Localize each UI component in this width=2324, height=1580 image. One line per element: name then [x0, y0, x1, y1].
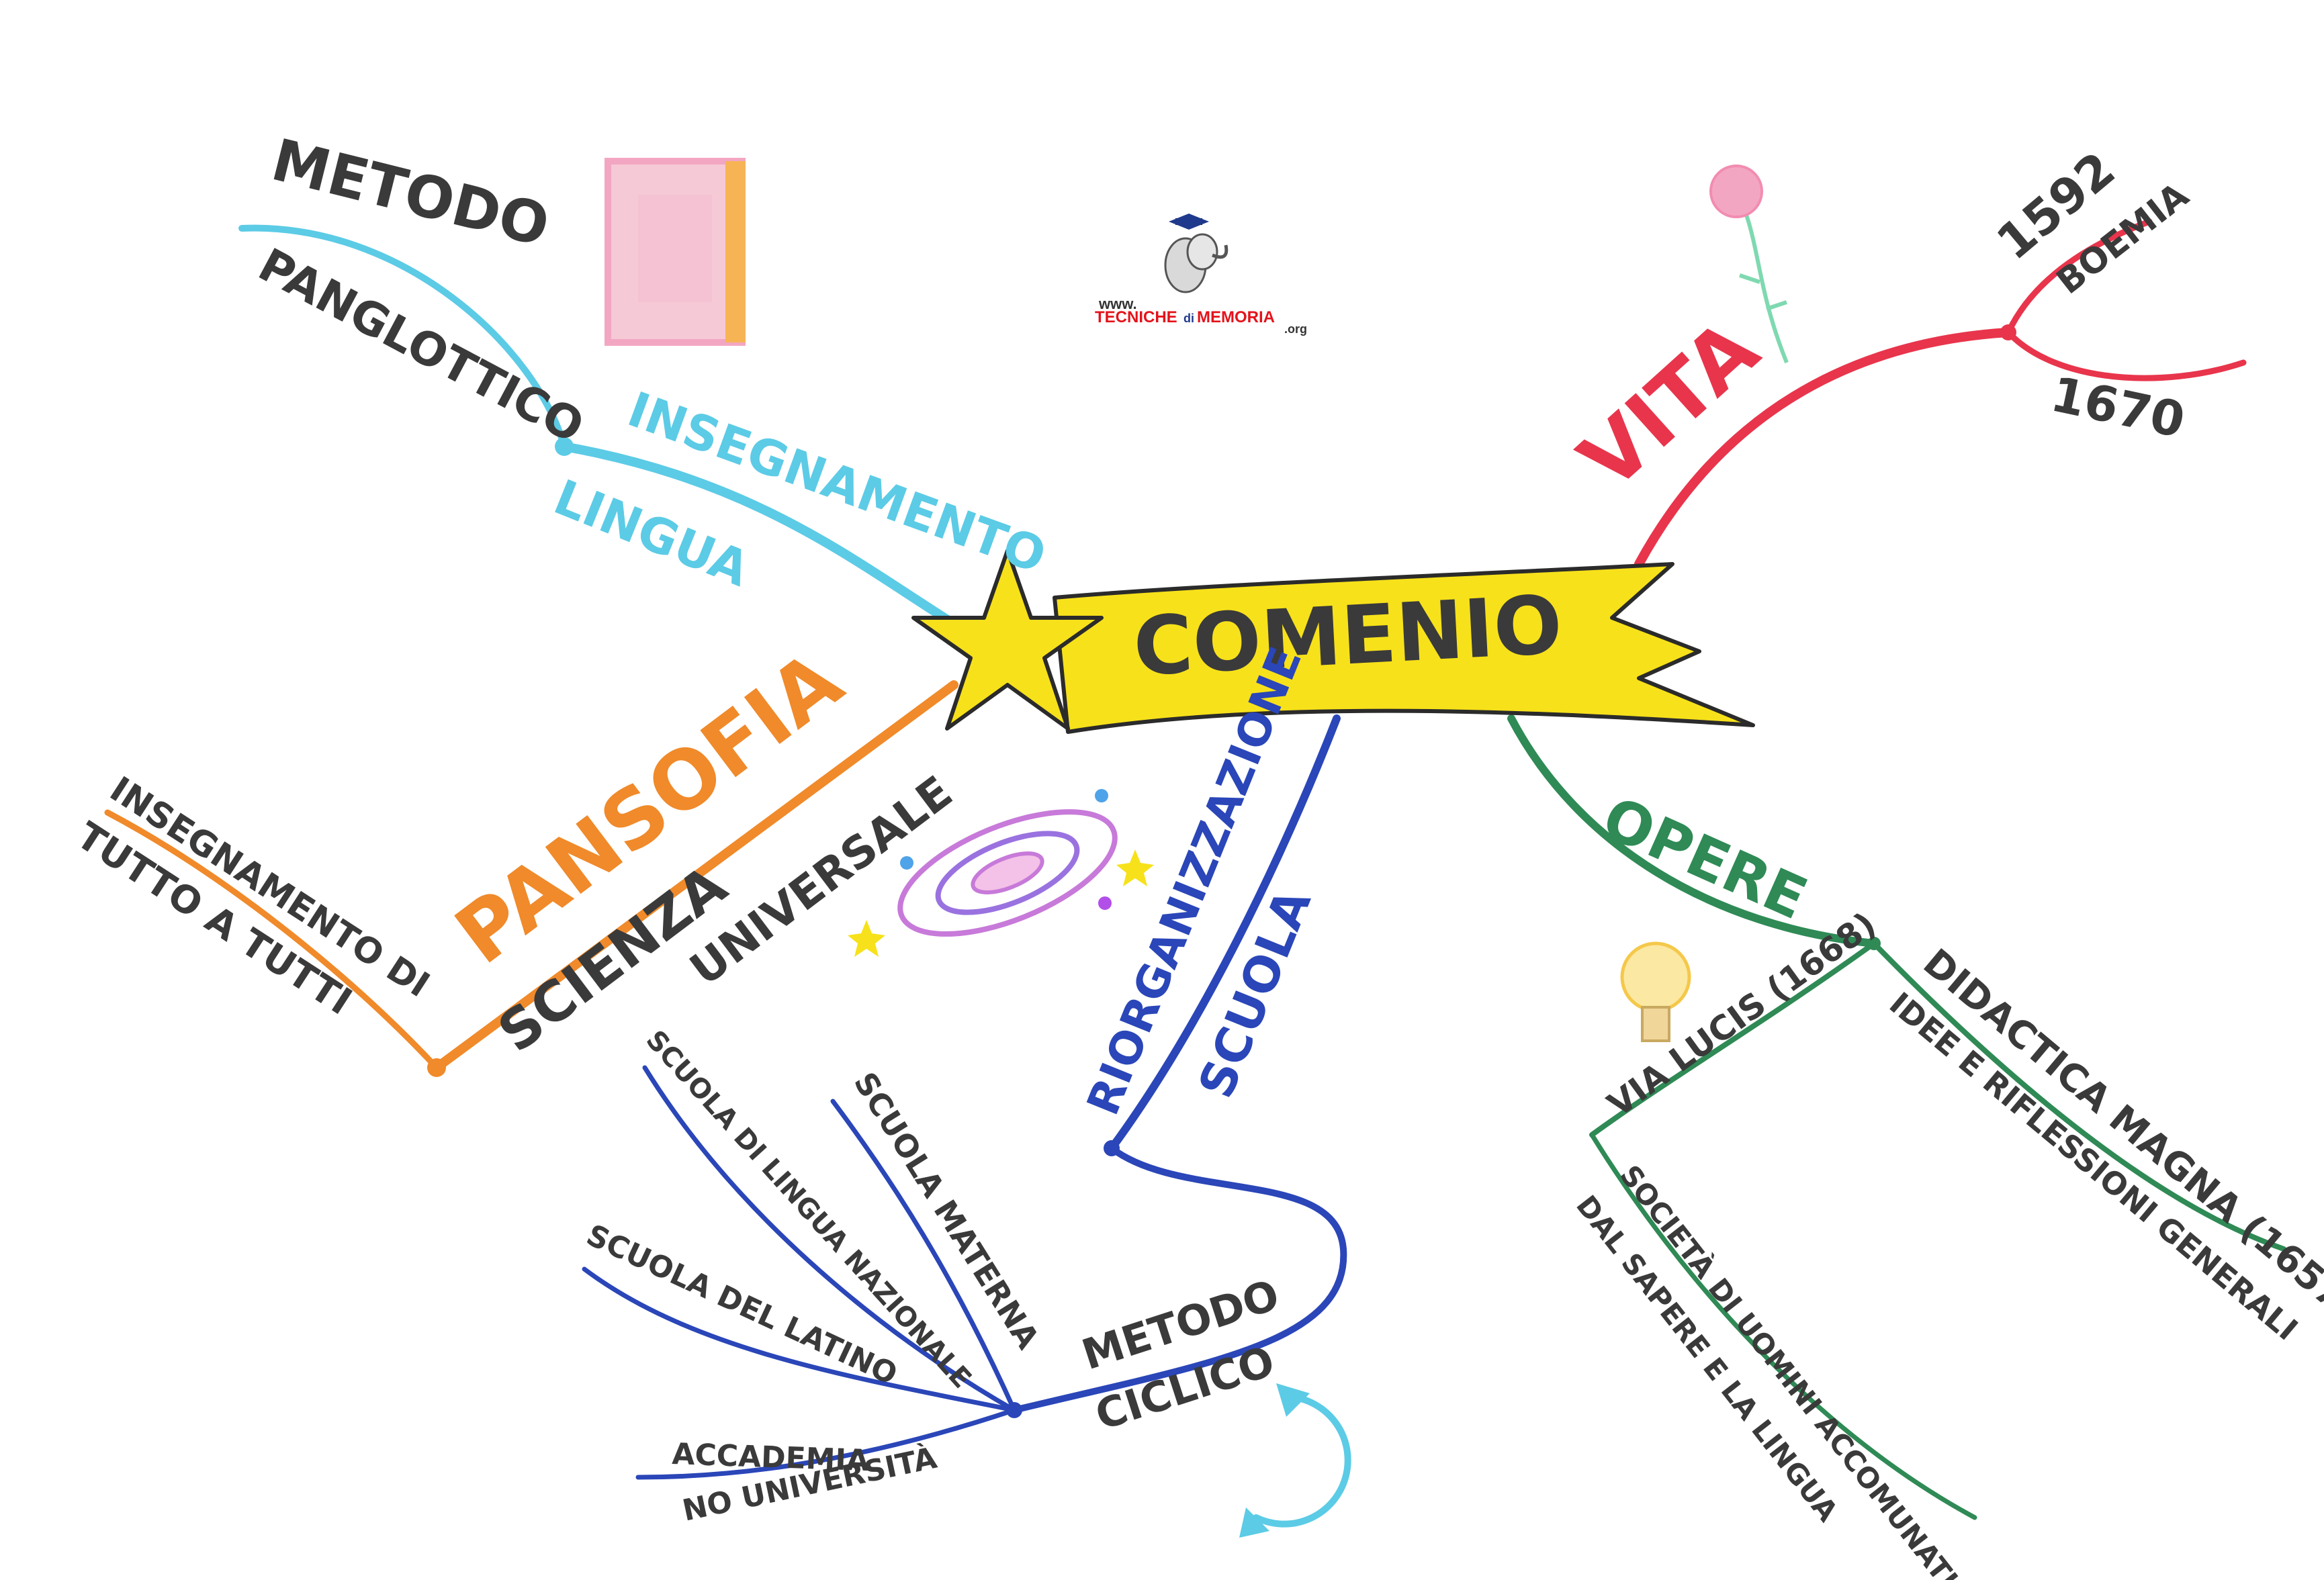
central-topic[interactable]: COMENIO — [911, 549, 1755, 734]
galaxy-icon — [848, 789, 1154, 957]
central-title: COMENIO — [1131, 579, 1564, 694]
works-node — [1867, 937, 1881, 950]
school-method-line — [1011, 1145, 1347, 1413]
pansofia-sub-line — [104, 809, 440, 1071]
language-sub-line — [238, 224, 568, 450]
logo-word2: MEMORIA — [1197, 308, 1275, 326]
school-branch-line — [1108, 714, 1341, 1152]
school-level-line-1 — [830, 1099, 1017, 1413]
logo-word1: TECNICHE — [1095, 308, 1177, 326]
school-level-1[interactable]: SCUOLA MATERNA — [847, 1066, 1046, 1355]
school-level-line-3 — [582, 1266, 1017, 1413]
works-work1[interactable]: DIDACTICA MAGNA (1657) — [1915, 941, 2324, 1330]
lightbulb-icon — [1620, 941, 1691, 1042]
works-branch-line — [1507, 714, 1878, 947]
elephant-graduate-icon — [1164, 214, 1228, 293]
pansofia-branch-line — [432, 680, 958, 1072]
logo-middle: di — [1183, 312, 1194, 325]
works-work2-sub2[interactable]: DAL SAPERE E LA LINGUA — [1570, 1189, 1844, 1528]
language-node — [555, 437, 574, 456]
logo[interactable]: www. TECNICHE di MEMORIA .org — [1095, 214, 1307, 336]
language-sub-line1[interactable]: METODO — [265, 126, 555, 260]
works-vialucis-sub-line — [1589, 1132, 1977, 1520]
works-vialucis-line — [1589, 941, 1877, 1137]
language-sub-line2[interactable]: PANGLOTTICO — [250, 238, 592, 454]
life-branch-line — [1634, 328, 2013, 569]
works-work1-sub[interactable]: IDEE E RIFLESSIONI GENERALI — [1883, 985, 2305, 1347]
pansofia-node — [427, 1058, 446, 1077]
school-node — [1104, 1140, 1120, 1156]
works-label[interactable]: OPERE — [1593, 784, 1816, 933]
language-branch-line — [560, 442, 982, 643]
logo-prefix: www. — [1098, 295, 1137, 312]
school-level-line-4 — [635, 1407, 1017, 1480]
life-birth-line — [2005, 218, 2153, 336]
star-icon — [911, 549, 1104, 731]
life-death-line — [2005, 329, 2247, 381]
school-level-4[interactable]: ACCADEMIA — [672, 1437, 870, 1478]
life-node — [2000, 324, 2016, 340]
works-work2-sub1[interactable]: SOCIETÀ DI UOMINI ACCOMUNATI — [1613, 1158, 1965, 1580]
life-label[interactable]: VITA — [1562, 302, 1776, 508]
works-didactica-line — [1871, 941, 2286, 1252]
logo-suffix: .org — [1284, 322, 1307, 336]
banner-shape — [1053, 562, 1755, 734]
school-level-line-2 — [642, 1065, 1017, 1413]
cycle-arrows-icon — [1239, 1383, 1351, 1538]
flower-icon — [1709, 165, 1789, 364]
book-icon — [605, 158, 746, 346]
